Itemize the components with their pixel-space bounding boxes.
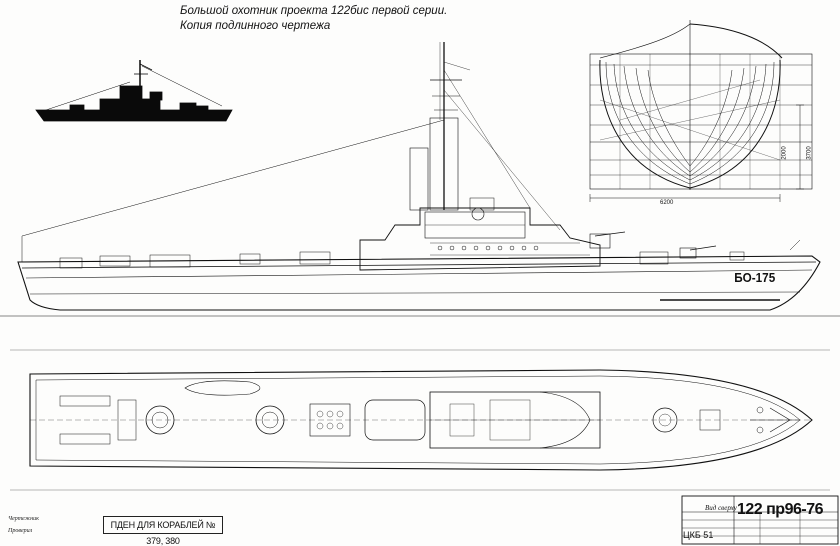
body-plan	[589, 20, 813, 202]
organization-label: ЦКБ 51	[683, 530, 714, 540]
handwritten-note-2: Проверил	[8, 528, 33, 534]
hull-number: БО-175	[734, 270, 776, 285]
plan-view	[10, 349, 830, 491]
title-block	[681, 495, 839, 545]
handwritten-note-1: Чертежник	[8, 516, 39, 522]
view-label: Вид сверху	[705, 504, 737, 512]
draft-dimension: 2000	[781, 146, 788, 160]
drawing-code: 122 пр96-76	[737, 501, 824, 518]
depth-dimension: 3700	[806, 146, 813, 160]
caption-line-1: Большой охотник проекта 122бис первой се…	[180, 5, 448, 17]
ship-silhouette	[35, 60, 233, 122]
beam-dimension: 6200	[660, 200, 674, 206]
side-elevation	[0, 42, 840, 317]
drawing-caption: Большой охотник проекта 122бис первой се…	[180, 4, 447, 34]
caption-line-2: Копия подлинного чертежа	[180, 20, 331, 32]
approval-stamp: ПДЕН ДЛЯ КОРАБЛЕЙ № 379, 380	[103, 516, 223, 546]
